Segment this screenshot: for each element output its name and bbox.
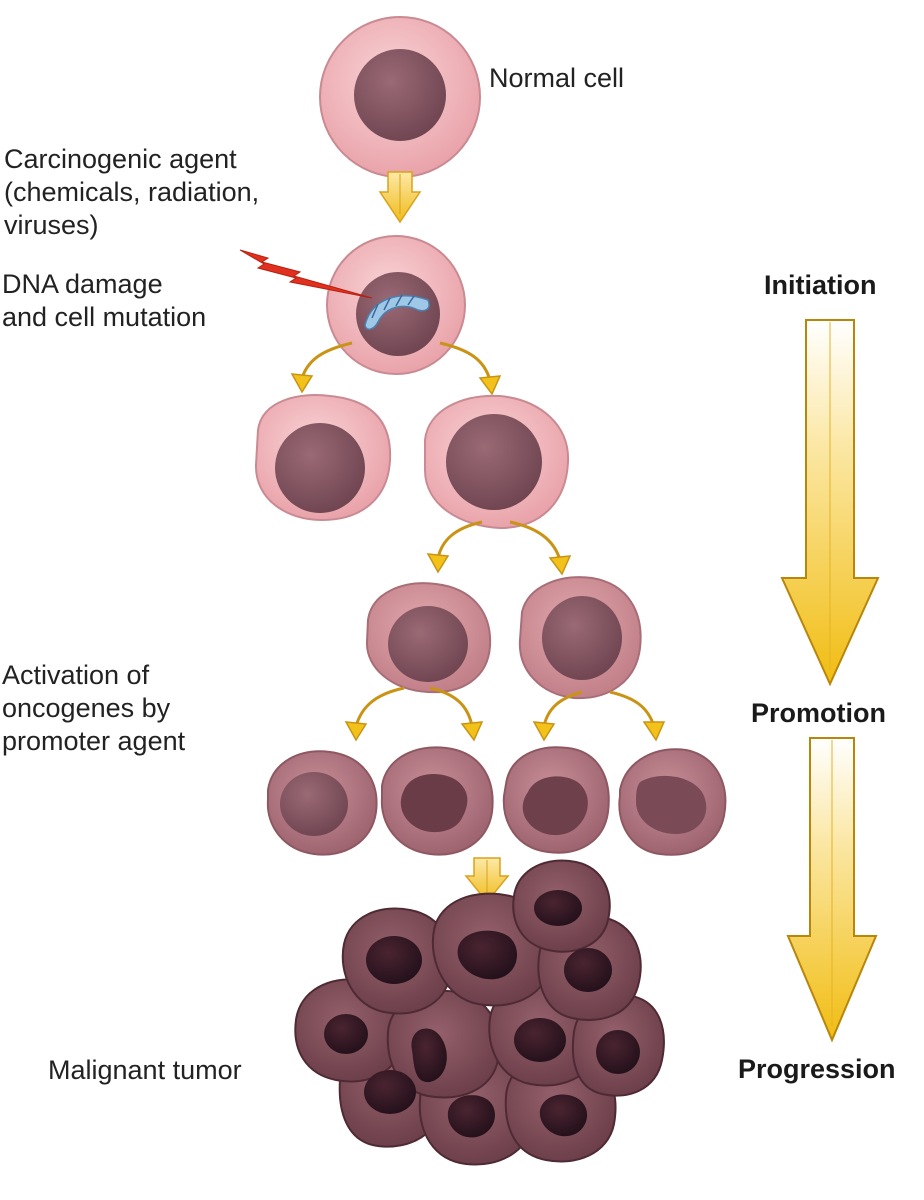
- promoted-cell-right: [518, 576, 642, 700]
- stage-arrow-promotion-to-progression: [786, 737, 878, 1043]
- progressed-cell-2: [380, 746, 494, 856]
- promoted-cell-left: [365, 582, 492, 694]
- activation-line-1: Activation of: [2, 660, 150, 690]
- stage-initiation: Initiation: [764, 270, 877, 300]
- normal-cell-label: Normal cell: [489, 63, 625, 93]
- activation-line-2: oncogenes by: [2, 693, 171, 723]
- carcinogenic-agent-line-1: Carcinogenic agent: [4, 144, 237, 174]
- activation-label: Activation of oncogenes by promoter agen…: [2, 659, 185, 758]
- daughter-cell-left: [254, 394, 392, 522]
- dna-damage-line-2: and cell mutation: [2, 302, 207, 332]
- activation-line-3: promoter agent: [2, 726, 186, 756]
- stage-progression: Progression: [738, 1054, 896, 1084]
- split-arrows-level1: [300, 341, 492, 381]
- radiation-bolt-icon: [239, 249, 373, 299]
- dna-strand-icon: [364, 295, 430, 330]
- progressed-cell-3: [502, 746, 610, 854]
- progressed-cell-4: [618, 748, 727, 856]
- progressed-cell-1: [266, 750, 378, 856]
- carcinogenic-agent-line-3: viruses): [4, 210, 99, 240]
- stage-promotion: Promotion: [751, 698, 886, 728]
- malignant-tumor-label: Malignant tumor: [48, 1055, 242, 1085]
- stage-arrow-initiation-to-promotion: [780, 319, 880, 687]
- down-arrow-icon: [378, 171, 422, 224]
- carcinogenic-agent-line-2: (chemicals, radiation,: [4, 177, 260, 207]
- split-arrows-level3: [354, 686, 656, 727]
- down-arrow-icon: [464, 857, 510, 904]
- dna-damage-line-1: DNA damage: [2, 269, 163, 299]
- carcinogenic-agent-label: Carcinogenic agent (chemicals, radiation…: [4, 143, 259, 242]
- malignant-tumor-cluster: [294, 859, 665, 1166]
- daughter-cell-right: [424, 394, 570, 530]
- dna-damage-label: DNA damage and cell mutation: [2, 268, 206, 334]
- normal-cell: [319, 16, 481, 178]
- split-arrows-level2: [436, 520, 562, 561]
- mutated-cell: [326, 235, 466, 375]
